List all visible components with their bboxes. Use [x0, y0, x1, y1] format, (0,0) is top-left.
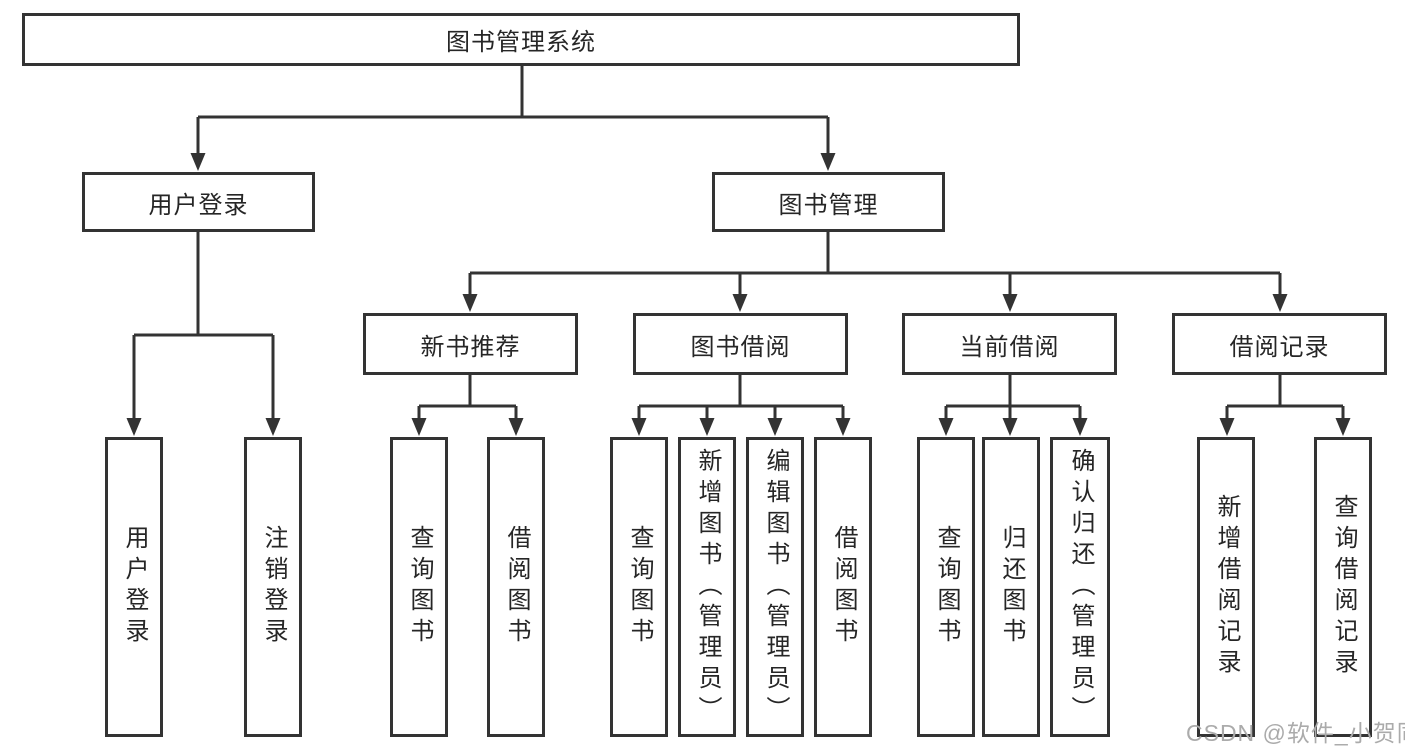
- arrow-down-icon: [1002, 418, 1018, 436]
- leaf-borrowing-query-books: 查询图书: [610, 437, 668, 737]
- leaf-borrowing-borrow-books: 借阅图书: [814, 437, 872, 737]
- arrow-down-icon: [126, 418, 142, 436]
- arrow-down-icon: [462, 294, 478, 312]
- arrow-down-icon: [767, 418, 783, 436]
- leaf-confirm-return-admin: 确认归还（管理员）: [1050, 437, 1110, 737]
- node-new-book-recommend: 新书推荐: [363, 313, 578, 375]
- node-label: 归还图书: [998, 525, 1025, 649]
- node-label: 编辑图书（管理员）: [762, 447, 789, 727]
- node-label: 查询图书: [406, 525, 433, 649]
- node-label: 新增借阅记录: [1213, 494, 1240, 680]
- leaf-current-query-books: 查询图书: [917, 437, 975, 737]
- arrow-down-icon: [732, 294, 748, 312]
- arrow-down-icon: [190, 153, 206, 171]
- arrow-down-icon: [265, 418, 281, 436]
- arrow-down-icon: [508, 418, 524, 436]
- csdn-watermark: CSDN @软件_小贺同学: [1186, 720, 1405, 746]
- arrow-down-icon: [820, 153, 836, 171]
- node-label: 用户登录: [121, 525, 148, 649]
- node-label: 查询借阅记录: [1330, 494, 1357, 680]
- arrow-down-icon: [1219, 418, 1235, 436]
- node-label: 新书推荐: [420, 333, 521, 361]
- node-borrowing-records: 借阅记录: [1172, 313, 1387, 375]
- leaf-recommend-borrow-books: 借阅图书: [487, 437, 545, 737]
- arrow-down-icon: [938, 418, 954, 436]
- node-book-management: 图书管理: [712, 172, 945, 232]
- arrowheads: [126, 153, 1351, 436]
- leaf-user-login: 用户登录: [105, 437, 163, 737]
- leaf-logout: 注销登录: [244, 437, 302, 737]
- arrow-down-icon: [1272, 294, 1288, 312]
- node-label: 图书管理系统: [446, 29, 596, 56]
- node-label: 当前借阅: [959, 333, 1060, 361]
- leaf-edit-books-admin: 编辑图书（管理员）: [746, 437, 804, 737]
- node-label: 新增图书（管理员）: [694, 447, 721, 727]
- node-label: 用户登录: [148, 191, 249, 219]
- arrow-down-icon: [699, 418, 715, 436]
- arrow-down-icon: [1002, 294, 1018, 312]
- node-label: 借阅图书: [503, 525, 530, 649]
- leaf-add-books-admin: 新增图书（管理员）: [678, 437, 736, 737]
- arrow-down-icon: [411, 418, 427, 436]
- node-user-login: 用户登录: [82, 172, 315, 232]
- node-label: 借阅图书: [830, 525, 857, 649]
- arrow-down-icon: [1072, 418, 1088, 436]
- node-label: 注销登录: [260, 525, 287, 649]
- leaf-query-borrow-record: 查询借阅记录: [1314, 437, 1372, 737]
- node-label: 查询图书: [626, 525, 653, 649]
- node-label: 图书管理: [778, 191, 879, 219]
- leaf-return-books: 归还图书: [982, 437, 1040, 737]
- node-current-borrowing: 当前借阅: [902, 313, 1117, 375]
- node-book-borrowing: 图书借阅: [633, 313, 848, 375]
- node-label: 查询图书: [933, 525, 960, 649]
- node-label: 确认归还（管理员）: [1067, 447, 1094, 727]
- arrow-down-icon: [835, 418, 851, 436]
- node-root-system: 图书管理系统: [22, 13, 1020, 66]
- arrow-down-icon: [631, 418, 647, 436]
- node-label: 借阅记录: [1229, 333, 1330, 361]
- tree-edges: [132, 64, 1345, 421]
- arrow-down-icon: [1335, 418, 1351, 436]
- leaf-recommend-query-books: 查询图书: [390, 437, 448, 737]
- leaf-add-borrow-record: 新增借阅记录: [1197, 437, 1255, 737]
- node-label: 图书借阅: [690, 333, 791, 361]
